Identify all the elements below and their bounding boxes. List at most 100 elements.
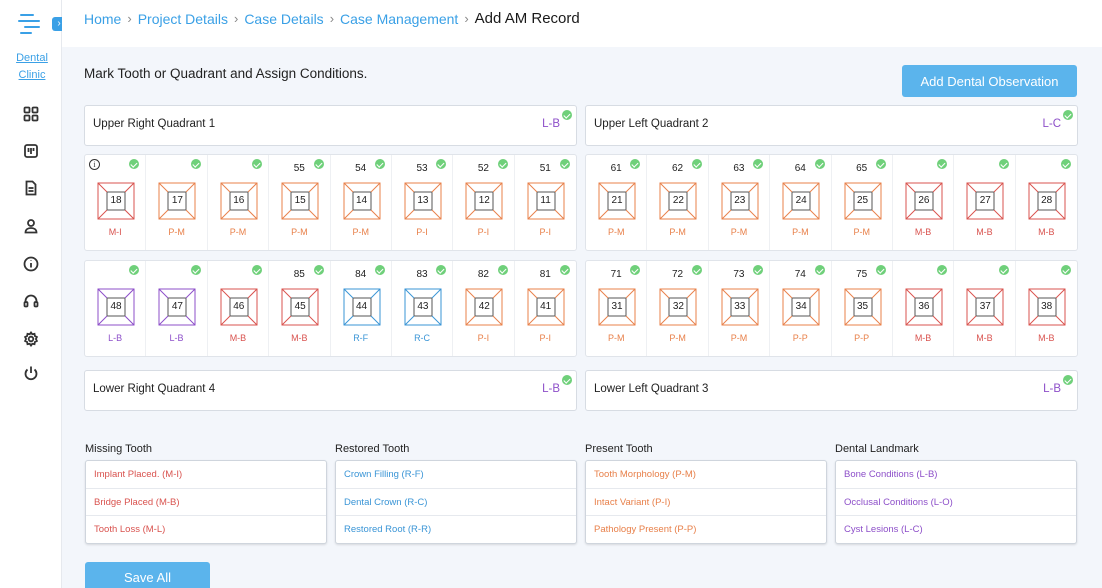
legend-item[interactable]: Intact Variant (P-I) [586,489,826,517]
primary-tooth-number: 85 [293,269,305,280]
headset-icon[interactable] [21,291,41,311]
legend-dental-landmark: Bone Conditions (L-B) Occlusal Condition… [835,460,1077,544]
tooth-condition: P-M [607,227,625,237]
legend-item[interactable]: Dental Crown (R-C) [336,489,576,517]
quadrant-upper-left[interactable]: Upper Left Quadrant 2 L-C [585,105,1078,146]
save-all-button[interactable]: Save All [85,562,210,588]
tooth-number: 32 [672,301,684,312]
breadcrumb-case-management[interactable]: Case Management [340,10,459,27]
tooth-condition: R-C [414,333,431,343]
primary-tooth-number: 71 [610,269,622,280]
legend-title-restored: Restored Tooth [335,443,410,455]
check-icon [190,265,201,275]
tooth-condition: P-M [291,227,308,237]
primary-tooth-number: 51 [539,163,551,174]
legend-item[interactable]: Occlusal Conditions (L-O) [836,489,1076,517]
power-icon[interactable] [21,363,41,383]
info-icon[interactable] [21,254,41,274]
breadcrumb-home[interactable]: Home [84,10,122,27]
tooth-number: 33 [734,301,746,312]
check-icon [436,159,447,169]
tooth-condition: M-B [1038,227,1055,237]
breadcrumb-project-details[interactable]: Project Details [137,10,228,27]
primary-tooth-number: 65 [856,163,868,174]
legend-item[interactable]: Crown Filling (R-F) [336,461,576,489]
legend-item[interactable]: Tooth Morphology (P-M) [586,461,826,489]
menu-logo-icon[interactable] [18,12,48,38]
info-icon[interactable]: i [89,159,100,170]
check-icon [753,159,764,169]
chevron-right-icon: › [464,11,469,26]
legend-item[interactable]: Cyst Lesions (L-C) [844,524,923,536]
legend-item[interactable]: Restored Root (R-R) [344,524,432,536]
legend-title-missing: Missing Tooth [85,443,153,455]
document-icon[interactable] [21,178,41,198]
user-icon[interactable] [21,216,41,236]
breadcrumb-case-details[interactable]: Case Details [244,10,324,27]
legend-item[interactable]: Implant Placed. (M-I) [86,461,326,489]
check-icon [1063,375,1073,385]
tooth-number: 44 [355,301,368,312]
tooth-number: 25 [856,195,869,206]
check-icon [560,265,570,275]
grid-icon[interactable] [21,104,41,124]
quadrant-lower-left[interactable]: Lower Left Quadrant 3 L-B [585,370,1078,411]
add-dental-observation-button[interactable]: Add Dental Observation [902,65,1077,97]
check-icon [436,265,447,275]
legend-item[interactable]: Bridge Placed (M-B) [86,489,326,517]
primary-tooth-number: 84 [355,269,367,280]
check-icon [562,375,572,385]
clinic-link[interactable]: Dental Clinic [6,50,58,84]
quadrant-upper-right[interactable]: Upper Right Quadrant 1 L-B [84,105,577,146]
quadrant-lower-right[interactable]: Lower Right Quadrant 4 L-B [84,370,577,411]
tooth-number: 34 [795,301,807,312]
tooth-condition: P-I [416,227,428,237]
legend-item[interactable]: Tooth Loss (M-L) [94,524,166,536]
settings-icon[interactable] [21,329,41,349]
primary-tooth-number: 82 [477,269,489,280]
legend-item[interactable]: Pathology Present (P-P) [594,524,697,536]
card-icon[interactable] [21,141,41,161]
tooth-condition: P-I [539,333,552,343]
tooth-condition: M-B [1038,333,1055,343]
tooth-number: 18 [110,195,122,206]
tooth-number: 16 [233,195,245,206]
primary-tooth-number: 64 [794,163,806,174]
legend-item[interactable]: Bone Conditions (L-B) [836,461,1076,489]
header: Home › Project Details › Case Details › … [62,0,1102,47]
